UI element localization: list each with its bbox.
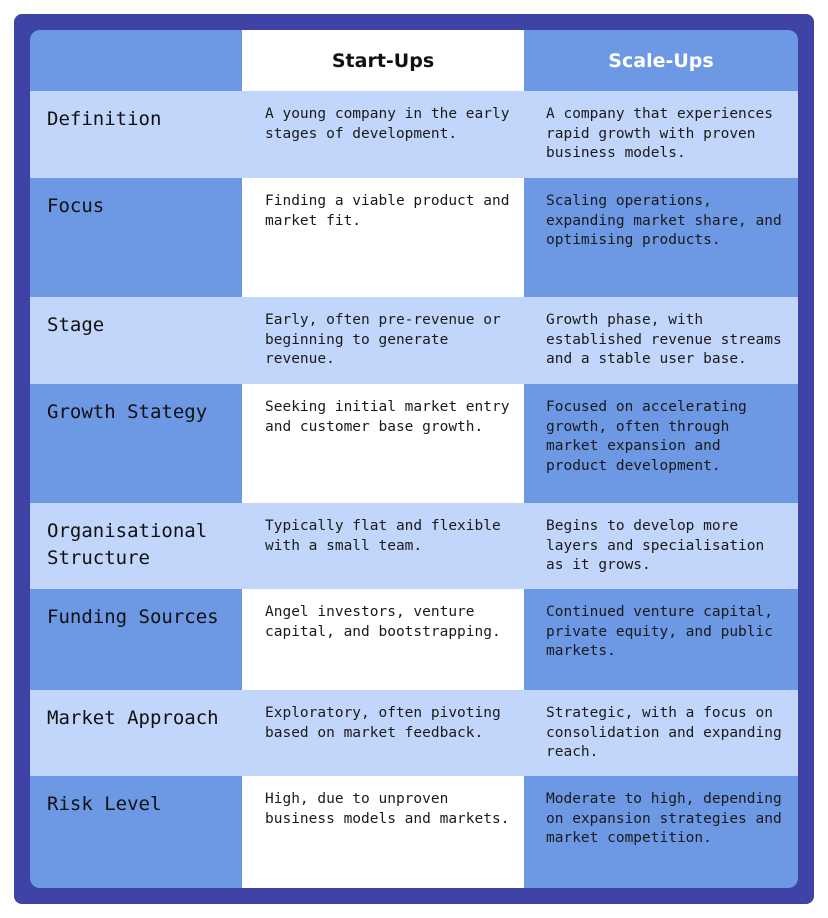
row-label-organisational-structure: Organisational Structure — [30, 503, 242, 589]
row-label-stage: Stage — [30, 297, 242, 384]
comparison-table: Start-Ups Scale-Ups Definition A young c… — [30, 30, 798, 888]
row-label-risk-level: Risk Level — [30, 776, 242, 888]
startups-risk-level: High, due to unproven business models an… — [242, 776, 524, 888]
startups-definition: A young company in the early stages of d… — [242, 91, 524, 178]
scaleups-risk-level: Moderate to high, depending on expansion… — [524, 776, 798, 888]
scaleups-definition: A company that experiences rapid growth … — [524, 91, 798, 178]
row-label-growth-strategy: Growth Stategy — [30, 384, 242, 503]
row-label-funding-sources: Funding Sources — [30, 589, 242, 690]
startups-organisational-structure: Typically flat and flexible with a small… — [242, 503, 524, 589]
scaleups-market-approach: Strategic, with a focus on consolidation… — [524, 690, 798, 776]
startups-growth-strategy: Seeking initial market entry and custome… — [242, 384, 524, 503]
startups-market-approach: Exploratory, often pivoting based on mar… — [242, 690, 524, 776]
row-label-market-approach: Market Approach — [30, 690, 242, 776]
header-startups: Start-Ups — [242, 30, 524, 91]
header-scaleups: Scale-Ups — [524, 30, 798, 91]
scaleups-focus: Scaling operations, expanding market sha… — [524, 178, 798, 297]
scaleups-growth-strategy: Focused on accelerating growth, often th… — [524, 384, 798, 503]
scaleups-organisational-structure: Begins to develop more layers and specia… — [524, 503, 798, 589]
scaleups-stage: Growth phase, with established revenue s… — [524, 297, 798, 384]
row-label-focus: Focus — [30, 178, 242, 297]
startups-focus: Finding a viable product and market fit. — [242, 178, 524, 297]
startups-funding-sources: Angel investors, venture capital, and bo… — [242, 589, 524, 690]
scaleups-funding-sources: Continued venture capital, private equit… — [524, 589, 798, 690]
header-empty-cell — [30, 30, 242, 91]
startups-stage: Early, often pre-revenue or beginning to… — [242, 297, 524, 384]
row-label-definition: Definition — [30, 91, 242, 178]
